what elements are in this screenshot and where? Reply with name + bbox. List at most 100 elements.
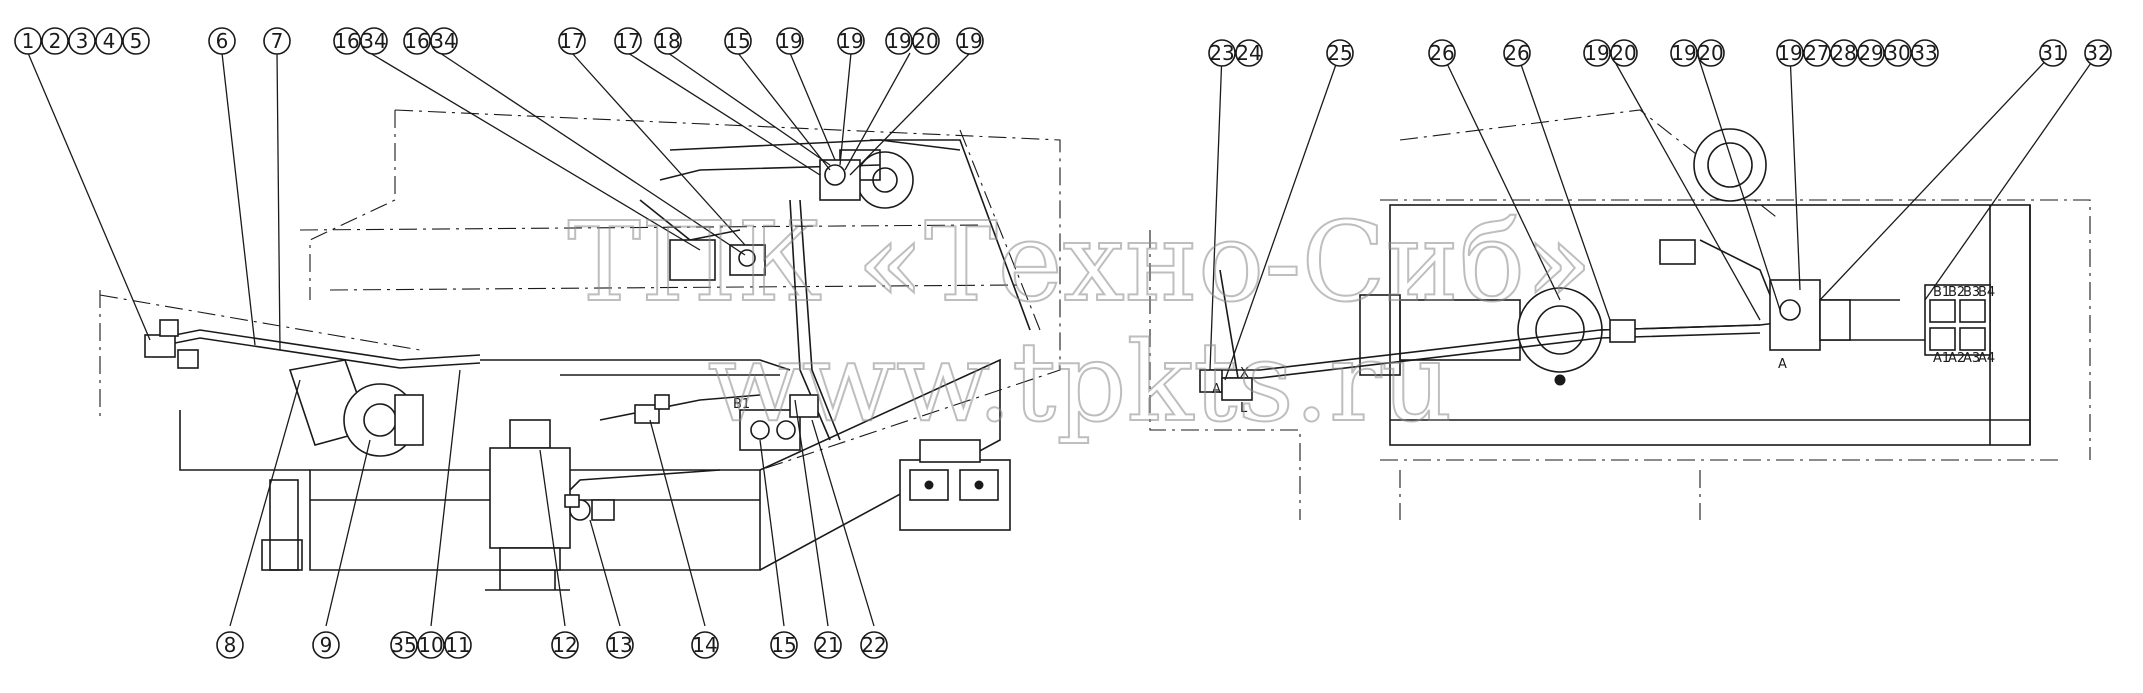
callout-10: 10 — [417, 631, 445, 659]
callout-circle — [1235, 39, 1263, 67]
port-label-b1: B1 — [733, 397, 750, 412]
callout-2: 2 — [41, 27, 69, 55]
callout-circle — [770, 631, 798, 659]
callout-circle — [444, 631, 472, 659]
callout-circle — [1670, 39, 1698, 67]
callout-number: 34 — [431, 29, 456, 53]
callout-circle — [1326, 39, 1354, 67]
callout-1: 1 — [14, 27, 42, 55]
callout-number: 19 — [1777, 41, 1802, 65]
callout-circle — [403, 27, 431, 55]
callout-circle — [14, 27, 42, 55]
callout-circle — [1803, 39, 1831, 67]
callout-circle — [430, 27, 458, 55]
callout-number: 7 — [271, 29, 284, 53]
callout-28: 28 — [1830, 39, 1858, 67]
callout-29: 29 — [1857, 39, 1885, 67]
callout-20: 20 — [1697, 39, 1725, 67]
callout-19: 19 — [956, 27, 984, 55]
callout-number: 23 — [1209, 41, 1234, 65]
callout-number: 31 — [2040, 41, 2065, 65]
leader-lines — [27, 52, 2099, 627]
callout-circle — [417, 631, 445, 659]
callout-circle — [1911, 39, 1939, 67]
callout-27: 27 — [1803, 39, 1831, 67]
callout-circle — [956, 27, 984, 55]
callout-number: 20 — [1698, 41, 1723, 65]
callout-number: 5 — [130, 29, 143, 53]
callout-circle — [558, 27, 586, 55]
callout-number: 15 — [771, 633, 796, 657]
callout-33: 33 — [1911, 39, 1939, 67]
callout-20: 20 — [912, 27, 940, 55]
tank-filter — [485, 419, 571, 591]
callout-number: 19 — [777, 29, 802, 53]
callout-circle — [208, 27, 236, 55]
left-valve-1 — [144, 319, 199, 369]
callout-circle — [1208, 39, 1236, 67]
callout-8: 8 — [216, 631, 244, 659]
callout-circle — [95, 27, 123, 55]
callout-7: 7 — [263, 27, 291, 55]
right-view: A X L A B1 B2 B3 B4 A1 A2 A3 A4 — [1149, 109, 2091, 520]
callout-number: 8 — [224, 633, 237, 657]
callout-19: 19 — [776, 27, 804, 55]
callout-number: 21 — [815, 633, 840, 657]
callout-circle — [1583, 39, 1611, 67]
port-label-a4: A4 — [1978, 351, 1995, 366]
port-label-b4: B4 — [1978, 285, 1995, 300]
callout-circle — [360, 27, 388, 55]
callout-number: 35 — [391, 633, 416, 657]
callout-number: 22 — [861, 633, 886, 657]
watermark-line-2: www.tpkts.ru — [708, 318, 1453, 446]
callout-number: 12 — [552, 633, 577, 657]
callout-circle — [1857, 39, 1885, 67]
callout-circle — [1610, 39, 1638, 67]
callout-circle — [1830, 39, 1858, 67]
callout-number: 11 — [445, 633, 470, 657]
callout-number: 13 — [607, 633, 632, 657]
callout-30: 30 — [1884, 39, 1912, 67]
callout-circle — [1884, 39, 1912, 67]
callout-12: 12 — [551, 631, 579, 659]
port-label-a3: A3 — [1963, 351, 1980, 366]
callout-number: 30 — [1885, 41, 1910, 65]
callout-number: 6 — [216, 29, 229, 53]
callout-22: 22 — [860, 631, 888, 659]
left-view: B1 — [99, 109, 1061, 591]
callout-34: 34 — [430, 27, 458, 55]
callout-35: 35 — [390, 631, 418, 659]
callout-circle — [814, 631, 842, 659]
callout-number: 16 — [404, 29, 429, 53]
callout-18: 18 — [654, 27, 682, 55]
callout-circle — [614, 27, 642, 55]
port-label-a1: A1 — [1933, 351, 1950, 366]
callout-number: 10 — [418, 633, 443, 657]
callout-20: 20 — [1610, 39, 1638, 67]
callout-number: 33 — [1912, 41, 1937, 65]
callout-number: 15 — [725, 29, 750, 53]
callout-circle — [1697, 39, 1725, 67]
callout-number: 2 — [49, 29, 62, 53]
callout-3: 3 — [68, 27, 96, 55]
callout-circle — [2084, 39, 2112, 67]
port-label-l: L — [1240, 401, 1248, 416]
callout-5: 5 — [122, 27, 150, 55]
port-label-a: A — [1212, 382, 1221, 397]
callout-circle — [885, 27, 913, 55]
callout-number: 14 — [692, 633, 717, 657]
callout-19: 19 — [1670, 39, 1698, 67]
top-turret — [1693, 128, 1767, 202]
callout-21: 21 — [814, 631, 842, 659]
callout-circle — [606, 631, 634, 659]
callout-25: 25 — [1326, 39, 1354, 67]
callout-number: 29 — [1858, 41, 1883, 65]
right-control-valve — [1924, 284, 1991, 356]
callout-circle — [912, 27, 940, 55]
callout-number: 26 — [1504, 41, 1529, 65]
callout-circle — [263, 27, 291, 55]
callout-number: 17 — [615, 29, 640, 53]
callout-17: 17 — [558, 27, 586, 55]
callout-9: 9 — [312, 631, 340, 659]
